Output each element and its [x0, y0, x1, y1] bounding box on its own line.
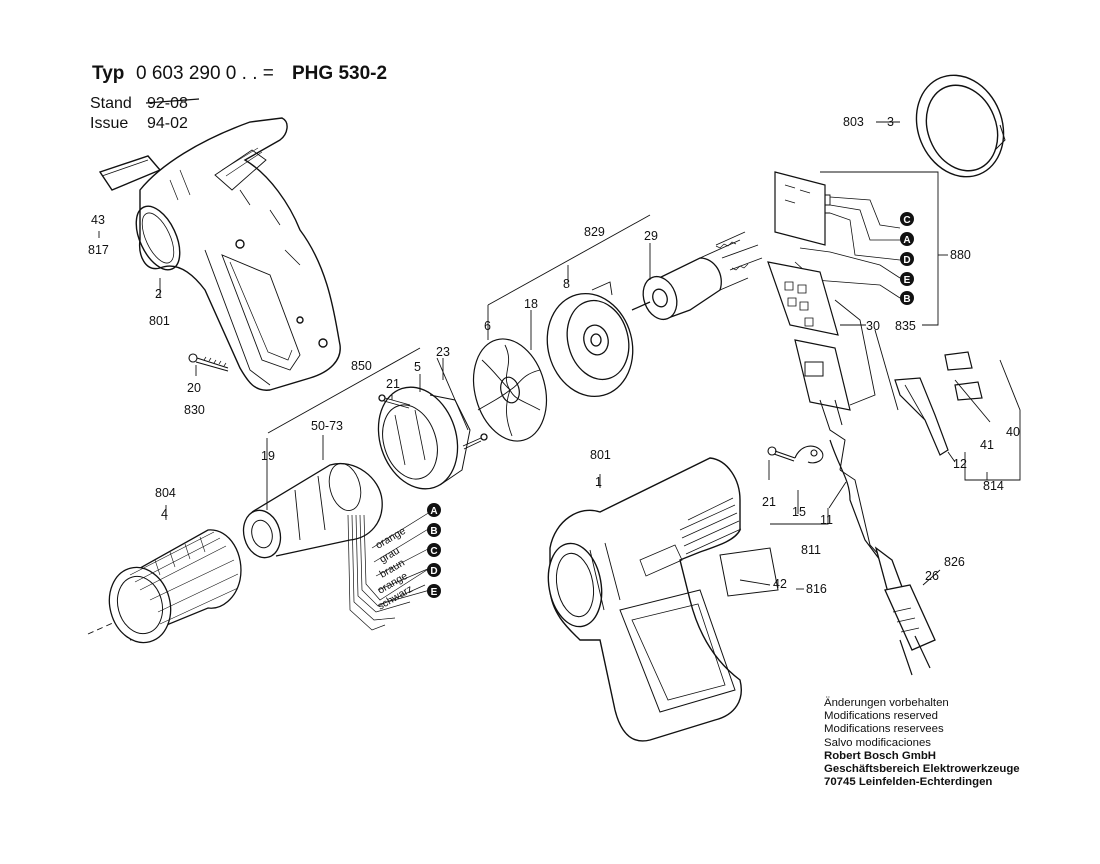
label-42: 42	[773, 577, 787, 591]
switch-tag-a: A	[900, 232, 914, 246]
label-11: 11	[820, 513, 833, 527]
note-line-de: Änderungen vorbehalten	[824, 697, 949, 709]
label-21b: 21	[762, 495, 776, 509]
label-2: 2	[155, 287, 162, 301]
svg-text:A: A	[903, 235, 910, 246]
switch-tag-e: E	[900, 272, 914, 286]
label-23: 23	[436, 345, 450, 359]
label-830: 830	[184, 403, 205, 417]
element-carrier	[377, 386, 488, 490]
leader-lines	[98, 121, 1021, 590]
cable-clamp	[767, 445, 824, 464]
label-40: 40	[1006, 425, 1020, 439]
typ-number: 0 603 290 0 . . =	[136, 63, 274, 84]
label-8: 8	[563, 277, 570, 291]
motor	[631, 231, 763, 321]
model-name: PHG 530-2	[292, 63, 387, 84]
label-41: 41	[980, 438, 994, 452]
label-829: 829	[584, 225, 605, 239]
label-817: 817	[88, 243, 109, 257]
label-6: 6	[484, 319, 491, 333]
label-811: 811	[801, 543, 821, 557]
wire-tag-b: B	[427, 523, 441, 537]
part-number-labels: 43 817 2 801 20 830 850 21 5 23 50-73 19…	[88, 115, 1020, 596]
label-26: 26	[925, 569, 939, 583]
power-cable	[829, 439, 936, 676]
switch-module	[767, 171, 901, 471]
svg-text:C: C	[430, 546, 437, 557]
label-18: 18	[524, 297, 538, 311]
svg-text:E: E	[431, 587, 438, 598]
label-1: 1	[595, 475, 602, 489]
wire-tag-a: A	[427, 503, 441, 517]
stand-label: Stand	[90, 95, 132, 112]
label-43: 43	[91, 213, 105, 227]
wire-tag-c: C	[427, 543, 441, 557]
svg-text:B: B	[430, 526, 437, 537]
label-15: 15	[792, 505, 806, 519]
svg-text:E: E	[904, 275, 911, 286]
label-20: 20	[187, 381, 201, 395]
housing-half-right	[547, 457, 779, 742]
label-50-73: 50-73	[311, 419, 343, 433]
svg-text:A: A	[430, 506, 437, 517]
svg-text:D: D	[903, 255, 910, 266]
wire-tag-e: E	[427, 584, 441, 598]
svg-text:B: B	[903, 294, 910, 305]
label-850: 850	[351, 359, 372, 373]
strain-relief	[894, 351, 983, 456]
company-address: 70745 Leinfelden-Echterdingen	[824, 776, 993, 789]
label-801a: 801	[149, 314, 170, 328]
switch-tag-c: C	[900, 212, 914, 226]
label-12: 12	[953, 457, 967, 471]
label-880: 880	[950, 248, 971, 262]
issue-label: Issue	[90, 115, 128, 132]
company-division: Geschäftsbereich Elektrowerkzeuge	[824, 763, 1020, 776]
label-4: 4	[161, 507, 168, 521]
note-line-fr: Modifications reservees	[824, 723, 944, 736]
fan-housing	[546, 281, 634, 398]
switch-wire-tags: C A D E B	[900, 212, 914, 305]
label-804: 804	[155, 486, 176, 500]
label-814: 814	[983, 479, 1004, 493]
screw-830	[188, 353, 229, 372]
housing-half-left	[98, 117, 341, 391]
label-21a: 21	[386, 377, 400, 391]
label-29: 29	[644, 229, 658, 243]
label-19: 19	[261, 449, 275, 463]
svg-text:D: D	[430, 566, 437, 577]
label-803: 803	[843, 115, 864, 129]
label-3: 3	[887, 115, 894, 129]
label-801b: 801	[590, 448, 611, 462]
fan-wheel	[473, 338, 547, 442]
wire-tag-d: D	[427, 563, 441, 577]
switch-tag-d: D	[900, 252, 914, 266]
label-816: 816	[806, 582, 827, 596]
stand-strike	[145, 98, 200, 104]
label-30: 30	[866, 319, 880, 333]
note-line-en: Modifications reserved	[824, 710, 938, 723]
company-name: Robert Bosch GmbH	[824, 749, 937, 762]
typ-label: Typ	[92, 63, 124, 84]
svg-text:C: C	[903, 215, 910, 226]
label-5: 5	[414, 360, 421, 374]
switch-tag-b: B	[900, 291, 914, 305]
heating-element	[242, 462, 431, 631]
stand-value: 92-08	[147, 95, 188, 112]
title-block: Typ 0 603 290 0 . . = PHG 530-2 Stand 92…	[90, 63, 387, 132]
ring-803	[915, 74, 1006, 178]
wire-color-labels: orange grau braun orange schwarz A B C D…	[371, 503, 441, 613]
issue-value: 94-02	[147, 115, 188, 132]
notes-block: Änderungen vorbehalten Modifications res…	[824, 697, 1020, 789]
nozzle-804	[87, 529, 242, 644]
note-line-es: Salvo modificaciones	[824, 736, 931, 749]
label-835: 835	[895, 319, 916, 333]
label-826: 826	[944, 555, 965, 569]
